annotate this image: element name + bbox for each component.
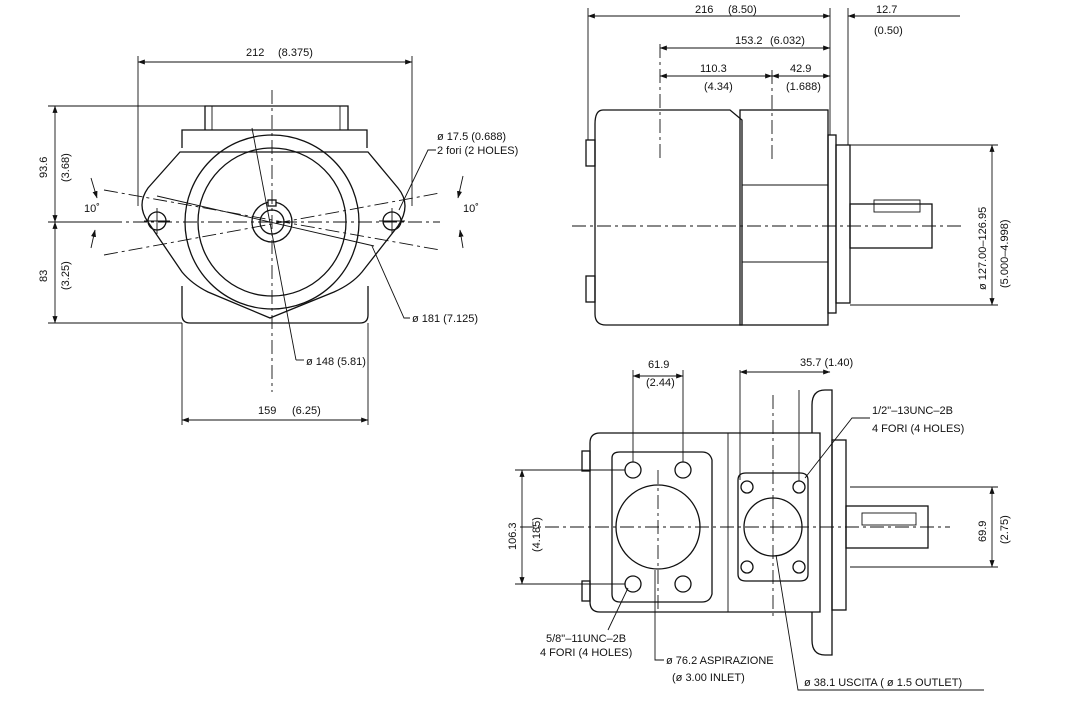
pilot-range-in: (5.000–4.998): [999, 220, 1011, 289]
side-view-dimensions: 216 (8.50) 12.7 (0.50) 153.2 (6.032) 110…: [587, 4, 1011, 306]
front-width-mm: 212: [246, 47, 264, 59]
dim-110-in: (4.34): [704, 81, 733, 93]
dim-42-mm: 42.9: [790, 63, 811, 75]
inlet-spacing-in: (2.44): [646, 377, 675, 389]
front-view: [103, 90, 441, 392]
front-width-in: (8.375): [278, 47, 313, 59]
outlet-thread-count: 4 FORI (4 HOLES): [872, 423, 964, 435]
base-width-in: (6.25): [292, 405, 321, 417]
outlet-thread-label: 1/2"–13UNC–2B: [872, 405, 953, 417]
outlet-offset: 35.7 (1.40): [800, 357, 853, 369]
dim-42-in: (1.688): [786, 81, 821, 93]
outlet-dia-label: ø 38.1 USCITA ( ø 1.5 OUTLET): [804, 677, 962, 689]
dim-153-in: (6.032): [770, 35, 805, 47]
outlet-height-mm: 69.9: [977, 521, 989, 542]
inlet-height-mm: 106.3: [507, 522, 519, 550]
pilot-dia-label: ø 148 (5.81): [306, 356, 366, 368]
inlet-thread-label: 5/8"–11UNC–2B: [546, 633, 626, 645]
dim-153-mm: 153.2: [735, 35, 763, 47]
overall-length-in: (8.50): [728, 4, 757, 16]
top-height-mm: 93.6: [38, 157, 50, 178]
angle-right: 10˚: [463, 203, 479, 215]
shaft-extension-in: (0.50): [874, 25, 903, 37]
port-view-dimensions: 61.9 (2.44) 35.7 (1.40) 1/2"–13UNC–2B 4 …: [507, 357, 1011, 691]
inlet-dia-label: ø 76.2 ASPIRAZIONE: [666, 655, 774, 667]
pilot-range-mm: ø 127.00–126.95: [977, 207, 989, 290]
bottom-height-in: (3.25): [60, 261, 72, 290]
bottom-height-mm: 83: [38, 270, 50, 282]
outlet-height-in: (2.75): [999, 515, 1011, 544]
inlet-height-in: (4.185): [531, 517, 543, 552]
shaft-extension-mm: 12.7: [876, 4, 897, 16]
side-view: [572, 44, 965, 326]
inlet-spacing-mm: 61.9: [648, 359, 669, 371]
top-height-in: (3.68): [60, 153, 72, 182]
flange-dia-label: ø 181 (7.125): [412, 313, 478, 325]
inlet-thread-count: 4 FORI (4 HOLES): [540, 647, 632, 659]
angle-left: 10˚: [84, 203, 100, 215]
hole-dia-label: ø 17.5 (0.688): [437, 131, 506, 143]
dim-110-mm: 110.3: [700, 63, 727, 75]
overall-length-mm: 216: [695, 4, 713, 16]
port-view: [520, 370, 950, 656]
base-width-mm: 159: [258, 405, 276, 417]
front-view-dimensions: 212 (8.375) 93.6 (3.68) 83 (3.25) 10˚ 10…: [38, 47, 518, 425]
hole-count-label: 2 fori (2 HOLES): [437, 145, 518, 157]
inlet-dia-in: (ø 3.00 INLET): [672, 672, 745, 684]
